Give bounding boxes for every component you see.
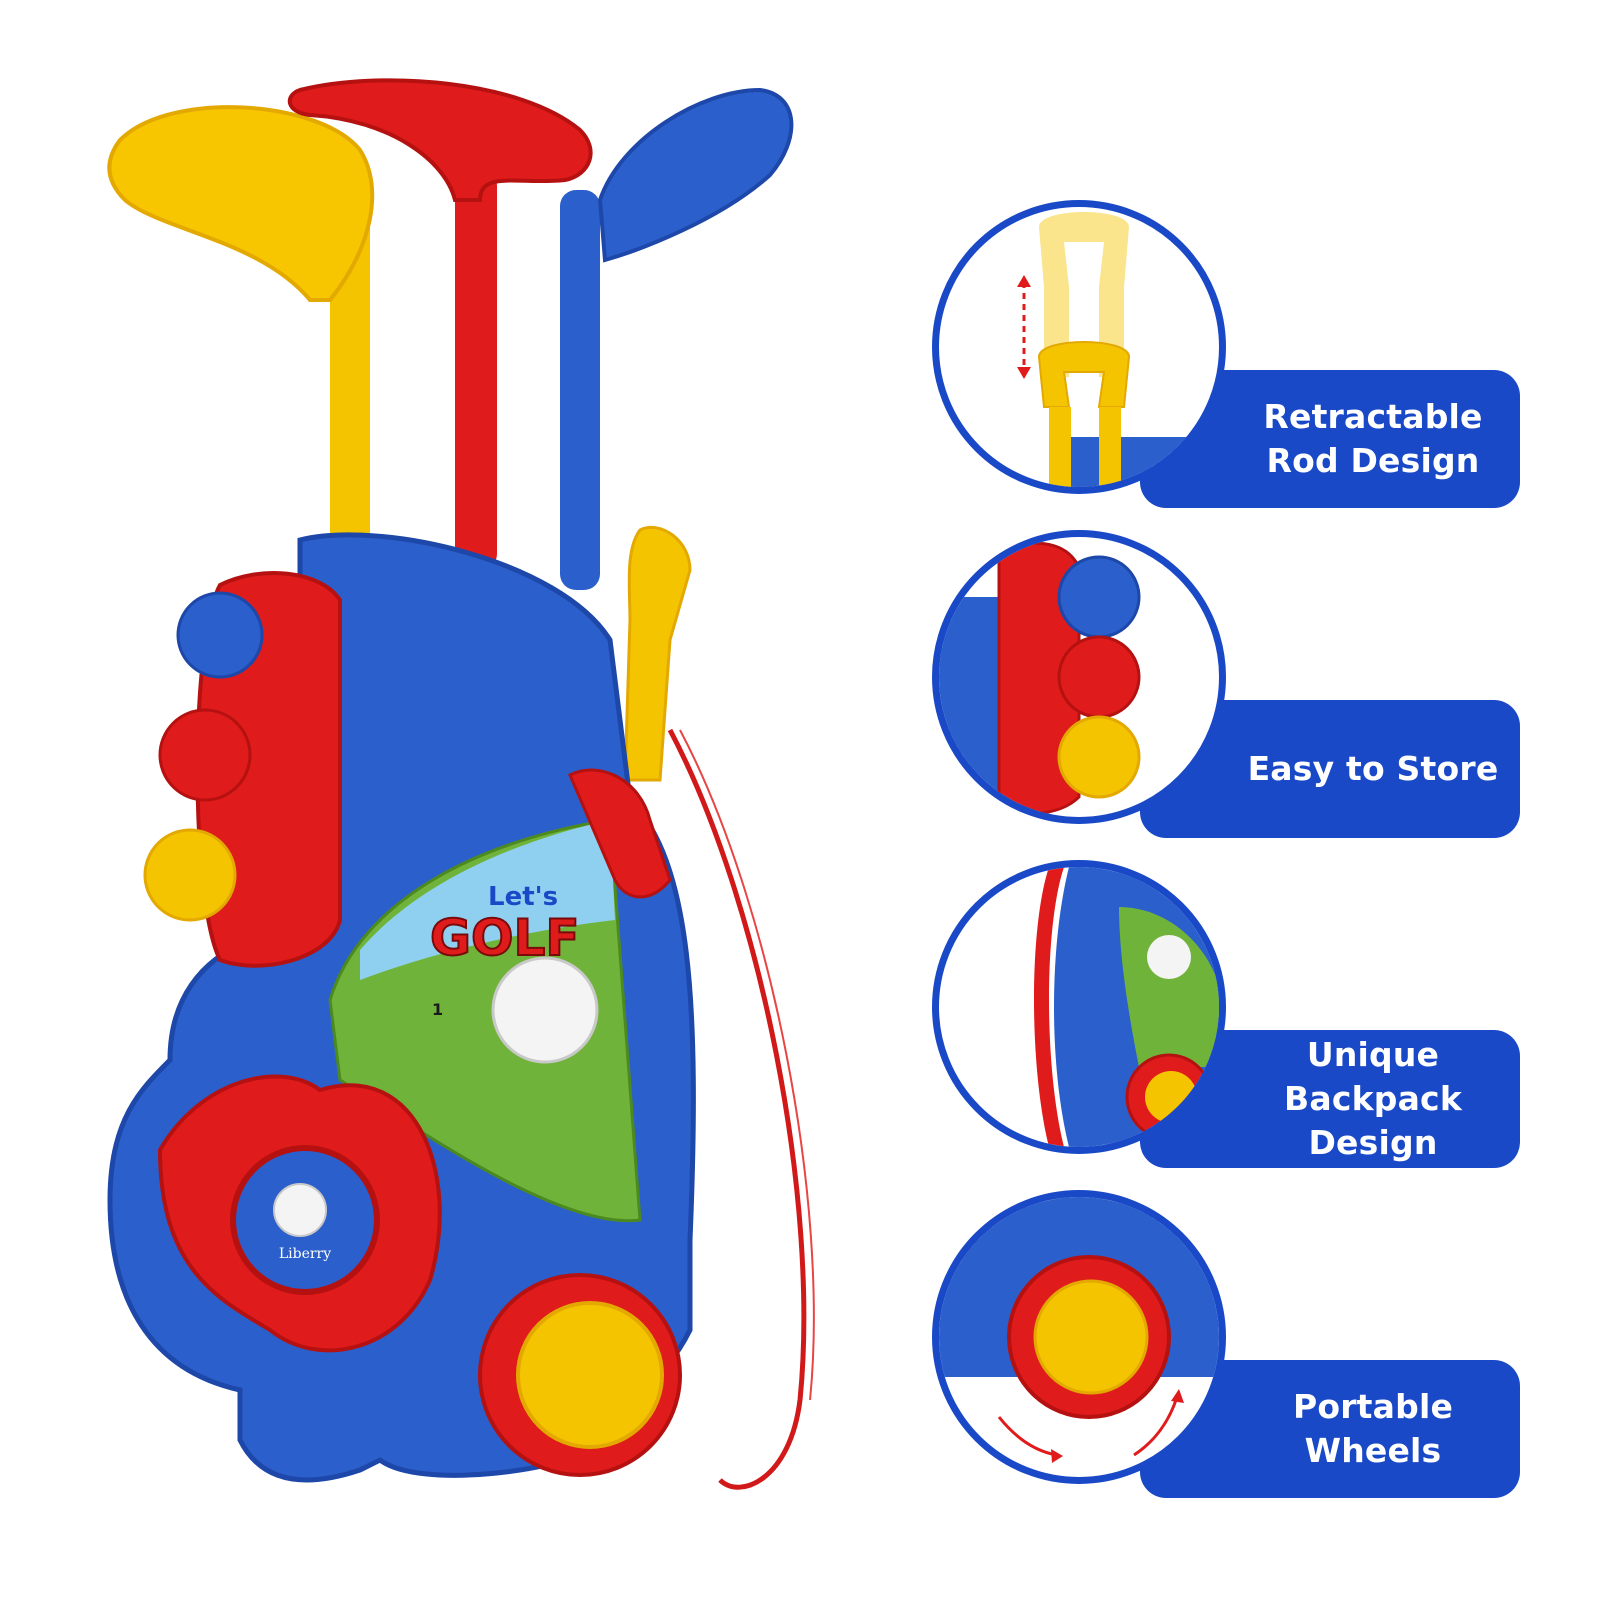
golf-ball-art: [491, 956, 599, 1064]
wheel-rotate-icon: [932, 1190, 1226, 1484]
wheel-hub: [516, 1301, 664, 1449]
putter-head: [287, 78, 593, 202]
iron-shaft: [560, 190, 600, 590]
feature-label: Portable Wheels: [1292, 1387, 1454, 1470]
brand-badge-text: Liberry: [279, 1246, 331, 1262]
backpack-strap-icon: [932, 860, 1226, 1154]
bag-trim: [568, 768, 672, 899]
feature-label: Easy to Store: [1247, 749, 1499, 788]
red-ball: [158, 708, 252, 802]
putter-shaft: [455, 170, 497, 570]
yellow-ball: [143, 828, 237, 922]
shoulder-strap: [667, 728, 807, 1490]
retractable-rod-icon: [932, 200, 1226, 494]
feature-backpack: Unique Backpack Design: [0, 820, 1600, 1168]
feature-wheels: Portable Wheels: [0, 1150, 1600, 1498]
blue-ball: [176, 591, 264, 679]
driver-shaft: [330, 210, 370, 560]
bag-text-top: Let's: [488, 882, 558, 912]
feature-label: Retractable Rod Design: [1263, 397, 1483, 480]
driver-head: [107, 105, 375, 302]
feature-storage: Easy to Store: [0, 490, 1600, 838]
side-club: [623, 525, 692, 782]
flag-number: 1: [432, 1000, 443, 1019]
feature-retractable: Retractable Rod Design: [0, 160, 1600, 508]
bag-text-main: GOLF: [430, 909, 580, 967]
iron-head: [597, 87, 794, 263]
ball-storage-icon: [932, 530, 1226, 824]
feature-label: Unique Backpack Design: [1284, 1035, 1462, 1162]
